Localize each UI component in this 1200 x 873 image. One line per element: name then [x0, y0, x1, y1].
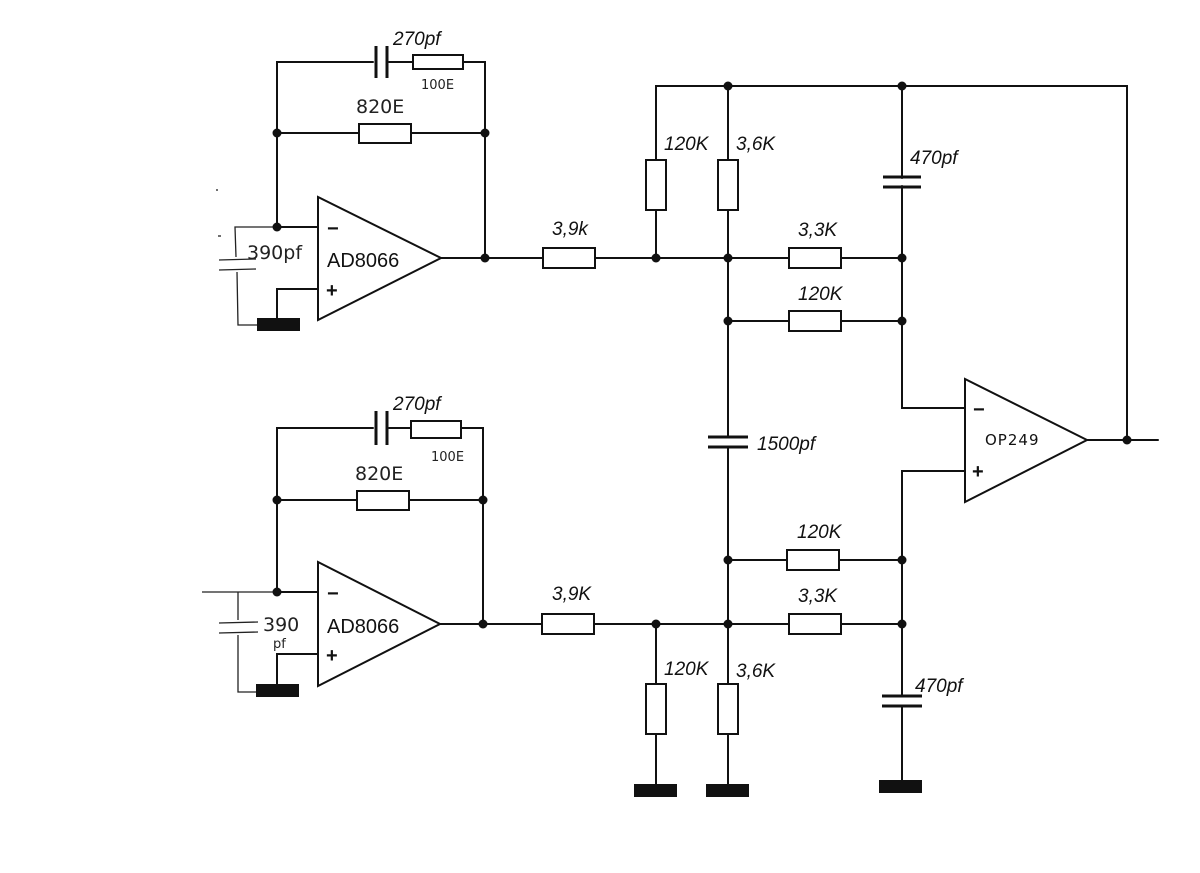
top-feedback-capacitor-label: 270pf [392, 29, 442, 50]
top-opamp-ground [257, 318, 300, 331]
output-stage: − + OP249 [901, 377, 1159, 625]
bottom-feedback-resistor-label: 820E [355, 463, 403, 485]
top-opamp-plus-label: + [326, 280, 338, 302]
bottom-shunt-resistor-b-label: 3,6K [736, 661, 776, 682]
bridge-capacitor: 1500pf [708, 434, 817, 625]
top-series-resistor [542, 247, 596, 269]
bottom-input-capacitor-label-a: 390 [263, 614, 299, 636]
bridge-capacitor-label: 1500pf [757, 434, 817, 455]
bottom-shunt-resistor-a-label: 120K [664, 659, 710, 680]
top-opamp-part-label: AD8066 [327, 250, 399, 272]
bottom-series-resistor-label: 3,9K [552, 584, 592, 605]
bottom-opamp-minus-label: − [327, 583, 339, 605]
bottom-capacitor-ground [879, 780, 922, 793]
bottom-shunt-ground-b [706, 784, 749, 797]
output-opamp-plus-label: + [972, 461, 984, 483]
bottom-feedback-series-resistor-label: 100E [431, 450, 464, 465]
bottom-resistor-b [788, 613, 842, 635]
top-resistor-a [788, 247, 842, 269]
bottom-stage: − + AD8066 270pf 100E 820E 390 pf [202, 394, 543, 697]
bottom-shunt-ground-a [634, 784, 677, 797]
bottom-capacitor [882, 694, 922, 708]
bottom-input-capacitor [202, 591, 277, 693]
top-feedback-capacitor [374, 46, 389, 78]
top-resistor-b [788, 310, 842, 332]
bottom-feedback-resistor [356, 490, 410, 511]
output-opamp [964, 377, 1090, 504]
bottom-capacitor-label: 470pf [915, 676, 964, 697]
top-feedback-resistor [358, 123, 412, 144]
bottom-resistor-b-label: 3,3K [798, 586, 838, 607]
top-opamp-minus-label: − [327, 218, 339, 240]
top-feedback-series-resistor-label: 100E [421, 78, 454, 93]
top-capacitor-label: 470pf [910, 148, 959, 169]
top-series-resistor-label: 3,9k [552, 219, 589, 240]
bottom-opamp-ground [256, 684, 299, 697]
top-network: 3,9k 120K 3,6K 3,3K 120K 470pf [542, 81, 1128, 441]
bottom-shunt-resistor-b [717, 683, 739, 735]
top-resistor-b-label: 120K [798, 284, 844, 305]
top-feedback-series-resistor [412, 54, 464, 70]
top-capacitor [883, 175, 921, 189]
top-feedback-resistor-label: 820E [356, 96, 404, 118]
bottom-opamp-part-label: AD8066 [327, 616, 399, 638]
bottom-input-capacitor-label-b: pf [273, 637, 286, 652]
top-opamp: − + AD8066 [317, 195, 444, 322]
top-shunt-resistor-b [717, 159, 739, 211]
bottom-opamp: − + AD8066 [317, 560, 443, 688]
bottom-shunt-resistor-a [645, 683, 667, 735]
bottom-resistor-a [786, 549, 840, 571]
bottom-feedback-capacitor-label: 270pf [392, 394, 442, 415]
bottom-opamp-plus-label: + [326, 645, 338, 667]
bottom-resistor-a-label: 120K [797, 522, 843, 543]
output-opamp-part-label: OP249 [985, 431, 1039, 449]
output-opamp-minus-label: − [973, 399, 985, 421]
top-input-capacitor-label: 390pf [247, 242, 303, 264]
top-shunt-resistor-a [645, 159, 667, 211]
top-shunt-resistor-a-label: 120K [664, 134, 710, 155]
top-shunt-resistor-b-label: 3,6K [736, 134, 776, 155]
top-stage: − + AD8066 270pf 100E 820E 390pf [216, 29, 544, 331]
bottom-series-resistor [541, 613, 595, 635]
bottom-network: 3,9K 120K 3,3K 120K 3,6K 470pf [541, 522, 964, 797]
bottom-feedback-series-resistor [410, 420, 462, 439]
top-resistor-a-label: 3,3K [798, 220, 838, 241]
bottom-feedback-capacitor [374, 411, 389, 445]
